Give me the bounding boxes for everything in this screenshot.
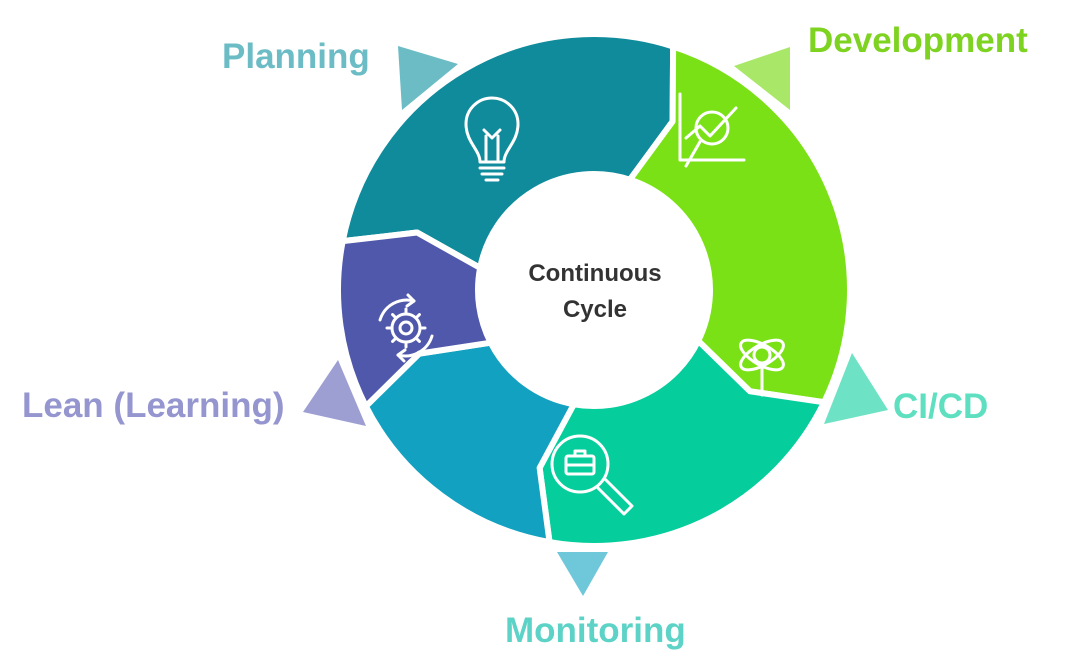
inner-ring — [481, 177, 707, 403]
lightbulb-icon — [464, 96, 520, 182]
chart-magnifier-icon — [678, 92, 746, 168]
stage-label-planning: Planning — [222, 37, 370, 76]
segment-cicd — [536, 337, 828, 549]
stage-label-monitoring: Monitoring — [505, 611, 686, 650]
stage-label-lean-learning: Lean (Learning) — [22, 386, 285, 425]
arrow-cicd — [824, 353, 888, 424]
center-title-line-1: Continuous — [528, 260, 662, 287]
segment-development — [626, 43, 853, 406]
arrow-development — [734, 47, 790, 110]
segment-lean-learning — [335, 229, 494, 410]
center-hub — [498, 194, 690, 386]
arrow-planning — [398, 46, 458, 110]
arrow-lean-learning — [303, 360, 366, 426]
center-title: Continuous Cycle — [490, 256, 700, 328]
briefcase-magnifier-icon — [550, 434, 634, 516]
center-title-line-2: Cycle — [562, 296, 628, 323]
arrow-monitoring — [557, 552, 608, 596]
gear-cycle-icon — [378, 293, 434, 363]
atom-magnifier-icon — [739, 338, 785, 397]
stage-label-cicd: CI/CD — [893, 387, 989, 426]
stage-label-development: Development — [808, 21, 1028, 60]
